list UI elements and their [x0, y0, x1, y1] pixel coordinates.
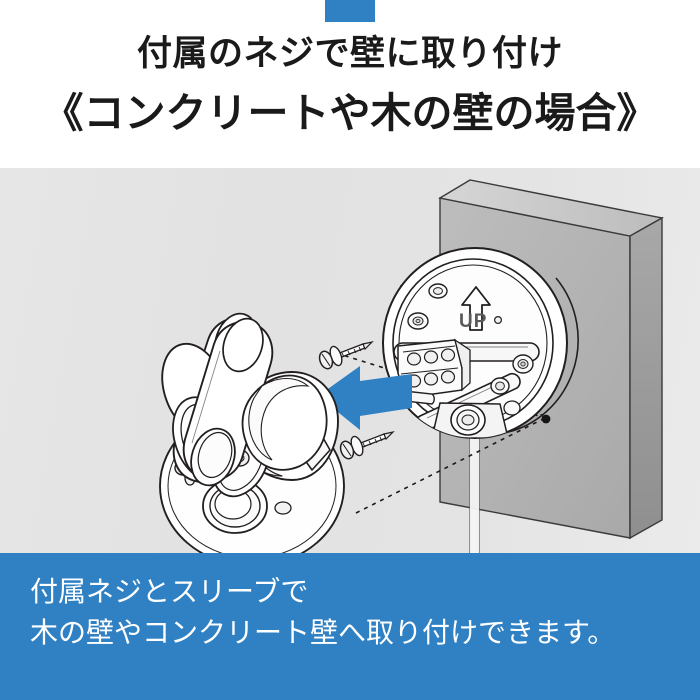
camera-front-barrel-overlay — [182, 317, 274, 487]
header-title-line2: 《コンクリートや木の壁の場合》 — [42, 90, 658, 136]
screw-with-sleeve-bottom — [339, 430, 395, 460]
plate-screw-boss-left — [407, 312, 429, 330]
wall-hole-marker-bottom — [541, 414, 551, 424]
screw-with-sleeve-top — [318, 340, 374, 370]
camera-rear-barrel-overlay — [241, 374, 328, 471]
blue-tab-marker — [325, 0, 375, 22]
up-arrow-icon — [461, 286, 491, 331]
pir-sensor-lens — [202, 478, 268, 534]
illustration-panel: UP — [0, 168, 700, 553]
footer-section: 付属ネジとスリーブで 木の壁やコンクリート壁へ取り付けできます。 — [0, 553, 700, 700]
plate-cable-gland — [431, 402, 509, 438]
header-section: 付属のネジで壁に取り付け 《コンクリートや木の壁の場合》 — [0, 0, 700, 168]
plate-screw-boss-right — [512, 354, 534, 374]
up-label-text: UP — [459, 311, 487, 332]
plate-screw-boss-mid — [490, 377, 510, 395]
power-cable — [469, 421, 480, 553]
header-title-line1: 付属のネジで壁に取り付け — [136, 34, 563, 73]
footer-text-line2: 木の壁やコンクリート壁へ取り付けできます。 — [30, 617, 616, 648]
terminal-block — [397, 338, 471, 399]
installation-diagram: UP — [159, 179, 664, 553]
footer-text-line1: 付属ネジとスリーブで — [30, 576, 309, 607]
plate-screw-boss-top — [428, 283, 448, 299]
wall-mount-plate: UP — [381, 247, 579, 439]
assembly-direction-arrow — [318, 366, 412, 430]
